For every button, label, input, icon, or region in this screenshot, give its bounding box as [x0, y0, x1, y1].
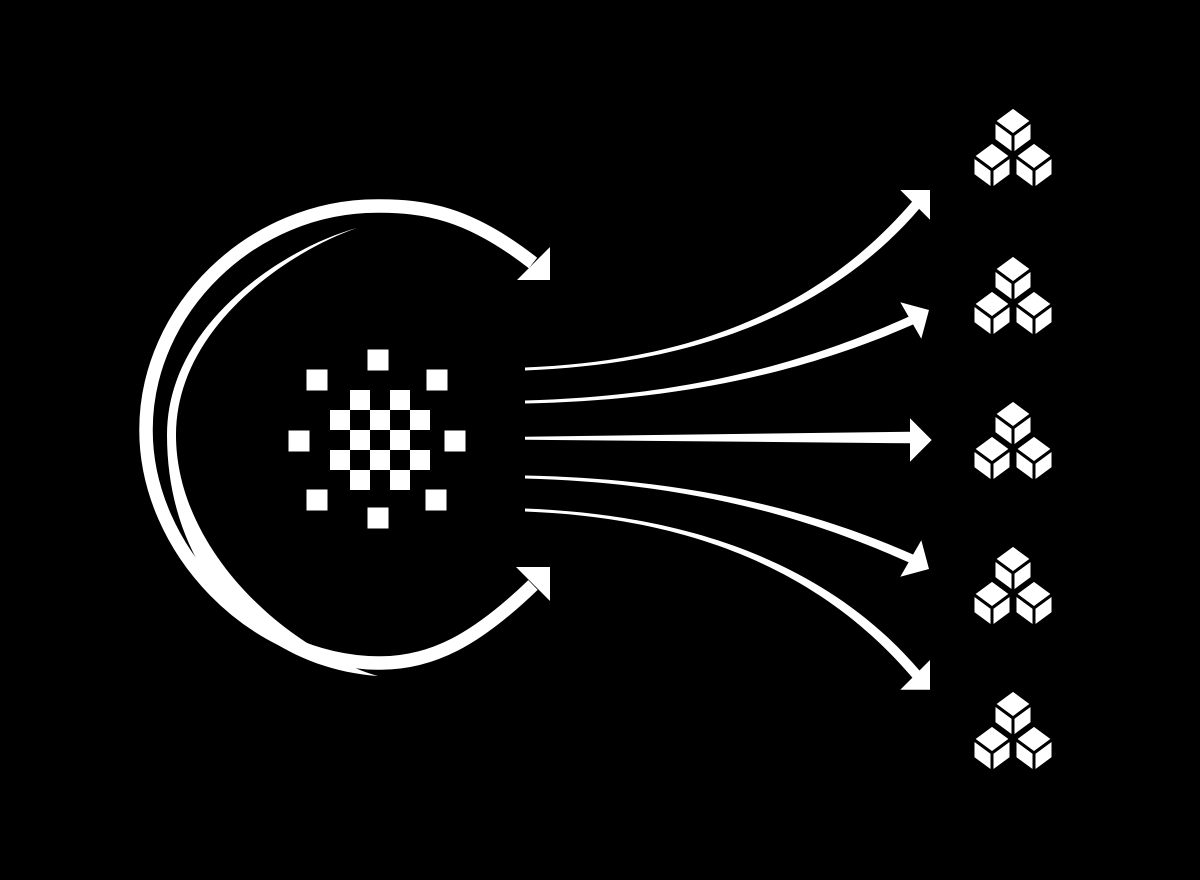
- cube-cluster-icon-5: [971, 688, 1055, 774]
- fan-arrow-5-head: [900, 660, 930, 690]
- cycle-arc-inner-swoosh: [167, 228, 378, 676]
- fan-arrow-2-head: [900, 302, 929, 339]
- pixel-cell: [390, 470, 410, 490]
- pixel-satellite: [367, 349, 389, 371]
- pixel-satellite: [426, 369, 448, 391]
- pixel-cell: [410, 450, 430, 470]
- pixel-cell: [330, 450, 350, 470]
- pixel-satellite: [444, 430, 466, 452]
- pixel-satellite: [306, 369, 328, 391]
- cube-cluster-icon-4: [971, 543, 1055, 629]
- fan-arrows: [525, 190, 932, 690]
- pixel-satellites: [288, 349, 466, 529]
- cube-cluster-icon-1: [971, 105, 1055, 191]
- pixel-cell: [410, 410, 430, 430]
- pixel-satellite: [306, 489, 328, 511]
- fan-arrow-2-shaft: [525, 316, 914, 404]
- pixel-satellite: [288, 430, 310, 452]
- fan-arrow-3-shaft: [525, 431, 910, 444]
- pixel-satellite: [425, 489, 447, 511]
- fan-arrow-4-head: [900, 540, 929, 577]
- fan-arrow-5-shaft: [525, 508, 920, 678]
- pixel-satellite: [367, 507, 389, 529]
- cycle-arrowhead-top: [517, 247, 550, 280]
- fan-arrow-4-shaft: [525, 475, 914, 563]
- fan-arrow-3: [525, 418, 932, 462]
- pixel-cell: [350, 430, 370, 450]
- fan-arrow-2: [525, 302, 929, 404]
- pixel-cluster-icon: [288, 349, 466, 529]
- fan-arrow-1: [525, 190, 930, 371]
- fan-arrow-4: [525, 475, 929, 577]
- target-icons: [971, 105, 1055, 774]
- fan-arrow-1-shaft: [525, 201, 920, 371]
- pixel-cell: [370, 450, 390, 470]
- fan-arrow-5: [525, 508, 930, 690]
- pixel-grid: [330, 390, 430, 490]
- cube-cluster-icon-2: [971, 253, 1055, 339]
- pixel-cell: [350, 390, 370, 410]
- fan-arrow-3-head: [910, 418, 932, 462]
- cube-cluster-icon-3: [971, 398, 1055, 484]
- fan-arrow-1-head: [900, 190, 930, 220]
- pixel-cell: [390, 390, 410, 410]
- pixel-cell: [370, 410, 390, 430]
- cycle-arrowhead-bottom: [516, 567, 550, 601]
- pixel-cell: [350, 470, 370, 490]
- pixel-cell: [330, 410, 350, 430]
- cycle-arrows: [139, 199, 550, 676]
- cycle-arc-outer: [139, 199, 538, 670]
- pixel-cell: [390, 430, 410, 450]
